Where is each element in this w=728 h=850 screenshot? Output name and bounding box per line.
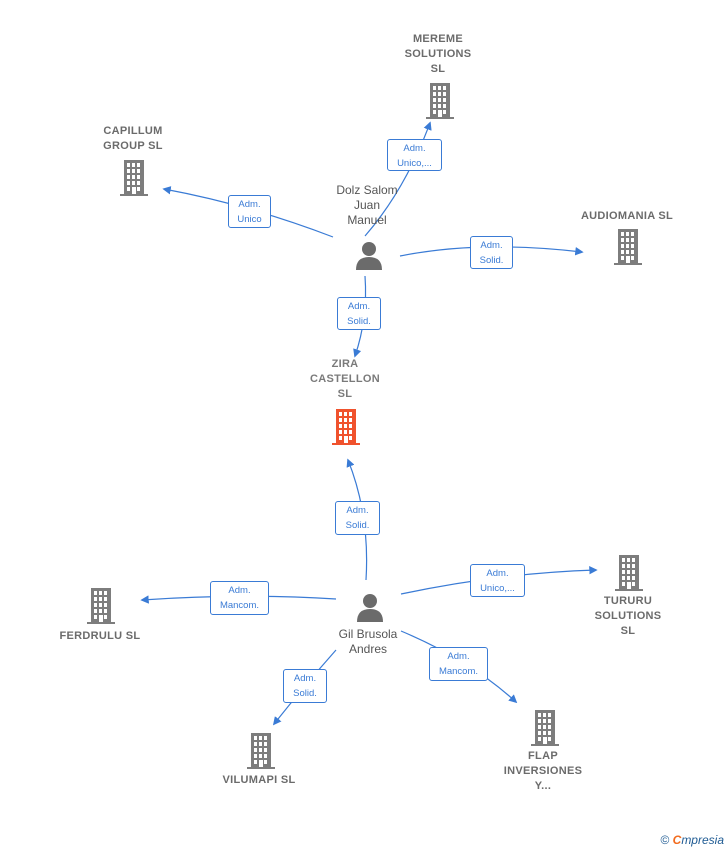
company-building-icon[interactable] [331,409,361,450]
copyright-icon: © [660,833,670,847]
person-label-dolz[interactable]: Dolz Salom Juan Manuel [336,183,398,227]
edge-label-gil-ferdrulu[interactable]: Adm. Mancom. [210,581,269,615]
person-label-gil[interactable]: Gil Brusola Andres [338,627,398,656]
company-label-flap[interactable]: FLAP INVERSIONES Y... [503,750,583,792]
company-label-capillum[interactable]: CAPILLUM GROUP SL [103,125,163,152]
brand-logo-text: mpresia [681,833,724,847]
company-label-vilumapi[interactable]: VILUMAPI SL [222,774,296,786]
company-building-icon[interactable] [246,733,276,774]
edge-line-dolz-mereme [364,121,432,237]
company-building-icon[interactable] [119,160,149,201]
company-building-icon[interactable] [530,710,560,751]
edge-label-dolz-zira[interactable]: Adm. Solid. [337,297,381,330]
person-icon[interactable] [354,240,384,275]
company-label-tururu[interactable]: TURURU SOLUTIONS SL [594,595,662,637]
company-building-icon[interactable] [613,229,643,270]
edge-label-dolz-audiomania[interactable]: Adm. Solid. [470,236,513,269]
company-label-ferdrulu[interactable]: FERDRULU SL [59,630,141,642]
company-building-icon[interactable] [425,83,455,124]
brand-footer: © Cmpresia [660,833,724,847]
company-building-icon[interactable] [614,555,644,596]
company-label-audiomania[interactable]: AUDIOMANIA SL [580,210,674,222]
person-icon[interactable] [355,592,385,627]
edge-label-dolz-mereme[interactable]: Adm. Unico,... [387,139,442,171]
edge-label-gil-zira[interactable]: Adm. Solid. [335,501,380,535]
edge-label-gil-vilumapi[interactable]: Adm. Solid. [283,669,327,703]
edge-label-gil-tururu[interactable]: Adm. Unico,... [470,564,525,597]
company-building-icon[interactable] [86,588,116,629]
company-label-zira[interactable]: ZIRA CASTELLON SL [310,358,380,400]
edge-label-dolz-capillum[interactable]: Adm. Unico [228,195,271,228]
company-label-mereme[interactable]: MEREME SOLUTIONS SL [404,33,472,75]
brand-logo-letter: C [672,833,682,847]
edge-label-gil-flap[interactable]: Adm. Mancom. [429,647,488,681]
